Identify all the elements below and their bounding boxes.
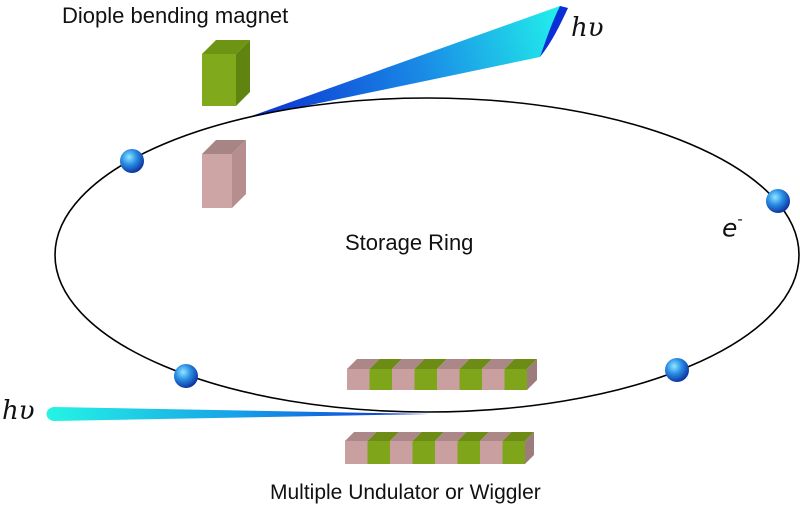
undulator-magnet-block [459, 359, 492, 390]
undulator-magnet-block [414, 359, 447, 390]
undulator-label: Multiple Undulator or Wiggler [270, 481, 541, 504]
photon-label-top: hυ [571, 13, 604, 43]
electron-label: e- [722, 210, 743, 243]
undulator-magnet-block [504, 359, 537, 390]
undulator-magnet-block [480, 432, 512, 464]
undulator-magnet-block [502, 432, 534, 464]
undulator-magnet-block [437, 359, 470, 390]
undulator-magnet-block [390, 432, 422, 464]
undulator-magnet-block [412, 432, 444, 464]
electron-charge: - [737, 210, 743, 228]
undulator-lower-row [345, 432, 534, 464]
electron-symbol: e [722, 213, 738, 243]
dipole-magnet-upper [202, 40, 250, 106]
undulator-magnet-block [369, 359, 402, 390]
undulator-end-face [525, 432, 534, 464]
electron-ball-1 [120, 149, 144, 173]
undulator-end-face [527, 359, 537, 390]
undulator-magnet-block [367, 432, 399, 464]
undulator-upper-row [347, 359, 537, 390]
storage-ring-label: Storage Ring [345, 230, 474, 255]
undulator-magnet-block [435, 432, 467, 464]
undulator-magnet-block [392, 359, 425, 390]
dipole-magnet-lower [202, 140, 246, 208]
photon-beam-left [46, 407, 430, 421]
storage-ring [54, 97, 800, 413]
undulator-magnet-block [457, 432, 489, 464]
electron-ball-4 [665, 358, 689, 382]
electron-ball-3 [174, 364, 198, 388]
photon-beam-top [243, 6, 568, 119]
dipole-magnet-label: Diople bending magnet [62, 3, 289, 28]
electron-ball-2 [766, 189, 790, 213]
undulator-magnet-block [345, 432, 377, 464]
undulator-magnet-block [482, 359, 515, 390]
photon-label-left: hυ [2, 396, 35, 426]
undulator-magnet-block [347, 359, 380, 390]
